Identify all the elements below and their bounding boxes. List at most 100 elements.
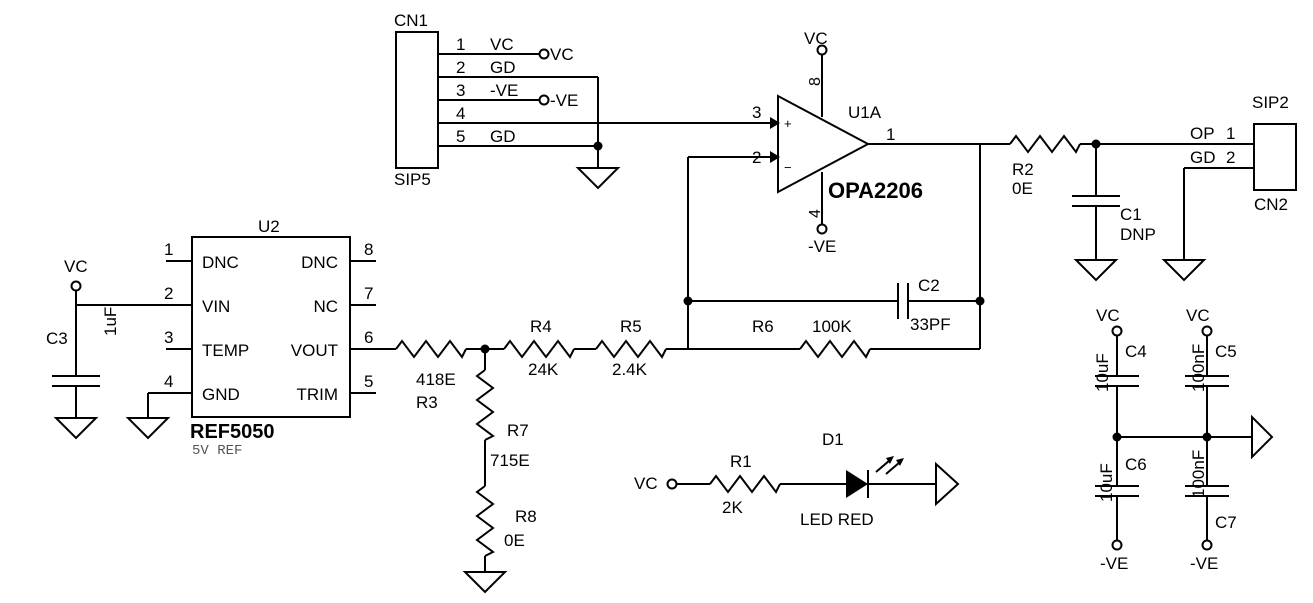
resistor-r7	[475, 369, 495, 441]
port-circle	[538, 94, 550, 106]
r6-value: 100K	[812, 317, 852, 336]
c3-input-section: VC C3 1uF	[46, 257, 166, 440]
r2-ref: R2	[1012, 160, 1034, 179]
ground-symbol	[1251, 414, 1274, 460]
cn1-pin1-num: 1	[456, 35, 465, 54]
u2-desc: 5V REF	[192, 443, 242, 459]
ground-symbol	[125, 417, 171, 440]
c2-value: 33PF	[910, 315, 951, 334]
u2-value: REF5050	[190, 421, 275, 443]
cn1-pin4-num: 4	[456, 104, 465, 123]
ground-symbol	[1073, 259, 1119, 282]
c5-value: 100nF	[1189, 344, 1208, 392]
resistor-r3	[395, 339, 467, 359]
r5-value: 2.4K	[612, 360, 648, 379]
u2-pin1-num: 1	[164, 240, 173, 259]
opamp-u1a: 3 2 + − U1A 1 OPA2206 VC 8 -VE 4	[688, 29, 1010, 256]
u2-pin7-num: 7	[364, 284, 373, 303]
ground-symbol	[1161, 259, 1207, 282]
resistor-r1	[709, 474, 781, 494]
decoupling-caps: VC C4 10uF VC C5 100nF -VE C6 10uF -VE	[1093, 306, 1274, 573]
u2-pin3-num: 3	[164, 328, 173, 347]
u2-pin6-name: VOUT	[291, 341, 338, 360]
junction-dot	[975, 296, 985, 306]
junction-dot	[1112, 432, 1122, 442]
u1a-vminus-net: -VE	[808, 237, 836, 256]
c7-ve-label: -VE	[1190, 554, 1218, 573]
junction-dot	[593, 141, 603, 151]
r8-ref: R8	[515, 507, 537, 526]
u1a-plus-sign: +	[784, 116, 792, 131]
port-circle	[538, 48, 550, 60]
cn1-pin3-num: 3	[456, 81, 465, 100]
cn1-pin2-num: 2	[456, 58, 465, 77]
c4-vc-label: VC	[1096, 306, 1120, 325]
u2-pin6-num: 6	[364, 328, 373, 347]
r8-value: 0E	[504, 531, 525, 550]
r4-ref: R4	[530, 317, 552, 336]
u2-pin8-num: 8	[364, 240, 373, 259]
c2-ref: C2	[918, 276, 940, 295]
cn1-pin5-num: 5	[456, 127, 465, 146]
cn1-vc-port: VC	[550, 45, 574, 64]
u1a-ref: U1A	[848, 103, 882, 122]
c1-ref: C1	[1120, 205, 1142, 224]
sip2-pin1-num: 1	[1226, 124, 1235, 143]
u2-pin2-name: VIN	[202, 297, 230, 316]
r5-ref: R5	[620, 317, 642, 336]
c7-ref: C7	[1215, 513, 1237, 532]
junction-dot	[1202, 432, 1212, 442]
c3-value: 1uF	[101, 307, 120, 336]
ground-symbol	[462, 571, 508, 594]
d1-ref: D1	[822, 430, 844, 449]
u1a-pin-vplus: 8	[807, 77, 824, 86]
led-vc-label: VC	[634, 474, 658, 493]
r6-ref: R6	[752, 317, 774, 336]
r7-value: 715E	[490, 451, 530, 470]
u2-pin2-num: 2	[164, 284, 173, 303]
c7-value: 100nF	[1189, 450, 1208, 498]
sip2-pin2-num: 2	[1226, 148, 1235, 167]
ic-u2: U2 REF5050 5V REF 1 2 3 4 DNC VIN TEMP G…	[125, 217, 396, 459]
sip2-value: CN2	[1254, 195, 1288, 214]
u1a-minus-sign: −	[784, 160, 792, 175]
port-circle	[666, 478, 678, 490]
r4-value: 24K	[528, 360, 559, 379]
u1a-vplus-net: VC	[804, 29, 828, 48]
r3-ref: R3	[416, 393, 438, 412]
port-circle	[1111, 325, 1123, 337]
cn1-value: SIP5	[394, 170, 431, 189]
c1-value: DNP	[1120, 225, 1156, 244]
u2-pin1-name: DNC	[202, 253, 239, 272]
r7-ref: R7	[507, 421, 529, 440]
cn1-pin1-net: VC	[490, 35, 514, 54]
r3-value: 418E	[416, 370, 456, 389]
led-symbol	[846, 470, 868, 498]
junction-dot	[683, 296, 693, 306]
cn1-pin2-net: GD	[490, 58, 516, 77]
u2-pin4-num: 4	[164, 372, 173, 391]
cn1-ref: CN1	[394, 11, 428, 30]
u2-pin5-name: TRIM	[296, 385, 338, 404]
u2-pin4-name: GND	[202, 385, 240, 404]
r1-value: 2K	[722, 498, 743, 517]
r1-ref: R1	[730, 452, 752, 471]
ground-symbol	[575, 167, 621, 190]
u2-pin8-name: DNC	[301, 253, 338, 272]
port-circle	[1201, 325, 1213, 337]
resistor-r6	[799, 339, 871, 359]
u1a-pin-out: 1	[886, 125, 895, 144]
c6-value: 10uF	[1097, 463, 1116, 502]
ground-symbol	[935, 461, 960, 507]
resistor-r5	[595, 339, 667, 359]
divider-network: 418E R3 R4 24K R5 2.4K R7 715E R8 0E	[395, 317, 688, 594]
u2-pin3-name: TEMP	[202, 341, 249, 360]
u2-body	[191, 236, 351, 418]
opamp-triangle	[777, 94, 871, 194]
c4-ref: C4	[1125, 342, 1147, 361]
port-circle	[1111, 539, 1123, 551]
sip2-pin1-net: OP	[1190, 124, 1215, 143]
u2-ref: U2	[258, 217, 280, 236]
cn1-pin3-net: -VE	[490, 81, 518, 100]
